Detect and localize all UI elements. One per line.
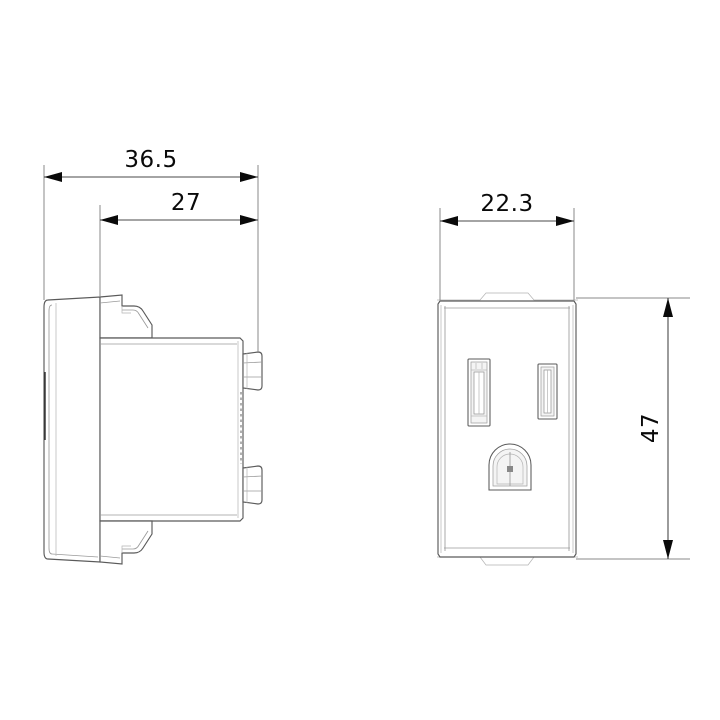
arrow-47-bottom: [663, 540, 673, 559]
neutral-blade-slot: [467, 358, 491, 427]
lower-hook-inner: [99, 530, 149, 559]
ground-hole-center-mark: [507, 466, 513, 472]
module-body: [99, 337, 244, 522]
arrow-36-5-left: [44, 172, 62, 182]
side-view-dimensions: 36.5 27: [43, 147, 259, 352]
upper-hook-inner: [99, 300, 149, 329]
dimension-label-22-3: 22.3: [480, 191, 533, 217]
dimension-label-27: 27: [171, 190, 201, 216]
lower-hook-notch: [121, 545, 131, 553]
lower-mounting-claw: [242, 465, 263, 505]
faceplate-inner-edge: [48, 304, 99, 558]
front-view-dimensions: 22.3 47: [439, 191, 690, 560]
dimension-label-36-5: 36.5: [124, 147, 177, 173]
arrow-27-right: [240, 215, 258, 225]
upper-retention-hook: [99, 294, 153, 339]
front-faceplate: [43, 296, 101, 563]
ground-pin-hole: [488, 443, 532, 491]
arrow-36-5-right: [240, 172, 258, 182]
arrow-22-3-left: [440, 216, 458, 226]
arrow-27-left: [100, 215, 118, 225]
dimension-label-47: 47: [638, 413, 664, 443]
arrow-47-top: [663, 298, 673, 317]
lower-retention-hook: [99, 520, 153, 565]
upper-mounting-claw: [242, 351, 263, 391]
top-mounting-tab: [437, 292, 578, 301]
line-blade-slot: [537, 363, 558, 420]
upper-hook-notch: [121, 306, 131, 314]
side-view-group: [43, 294, 263, 565]
arrow-22-3-right: [556, 216, 574, 226]
front-view-group: [437, 292, 578, 566]
module-front-body: [437, 300, 577, 558]
